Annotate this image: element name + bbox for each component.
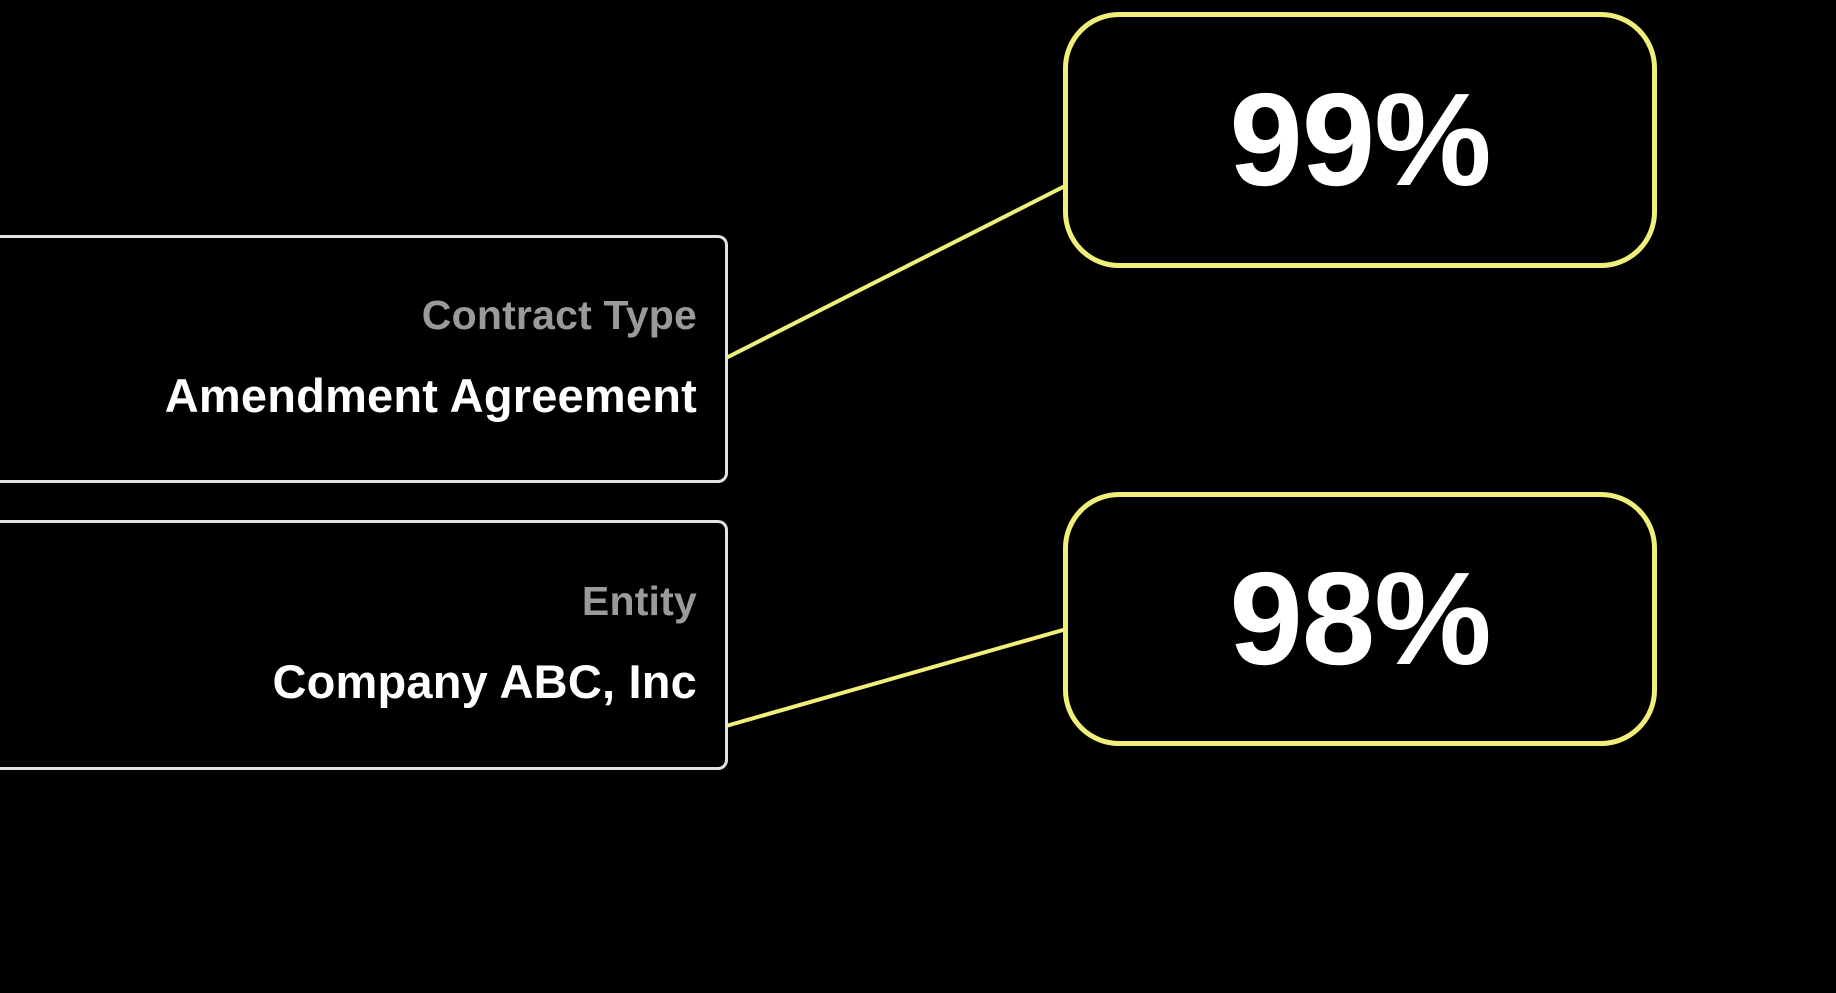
connector-line-contract-type: [724, 185, 1065, 360]
confidence-value-entity: 98%: [1229, 545, 1491, 692]
confidence-value-contract-type: 99%: [1229, 66, 1491, 213]
field-value-entity: Company ABC, Inc: [272, 654, 697, 708]
field-card-entity[interactable]: Entity Company ABC, Inc: [0, 520, 728, 770]
connector-line-entity: [724, 628, 1065, 728]
field-card-contract-type[interactable]: Contract Type Amendment Agreement: [0, 235, 728, 483]
field-label-entity: Entity: [581, 577, 697, 624]
field-label-contract-type: Contract Type: [421, 291, 697, 338]
confidence-badge-entity[interactable]: 98%: [1063, 492, 1657, 746]
field-value-contract-type: Amendment Agreement: [164, 368, 697, 422]
confidence-badge-contract-type[interactable]: 99%: [1063, 12, 1657, 268]
